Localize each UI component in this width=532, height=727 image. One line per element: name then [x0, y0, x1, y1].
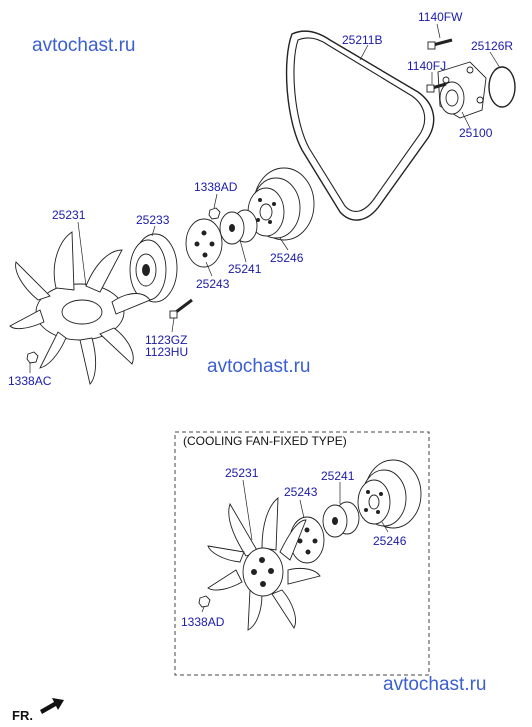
label-25126R: 25126R [471, 39, 513, 53]
label-25246-top: 25246 [270, 251, 304, 265]
watermark-top: avtochast.ru [32, 35, 136, 56]
fan-plate [185, 218, 223, 268]
nut-1338AC [26, 351, 39, 364]
label-25241-inset: 25241 [321, 469, 355, 483]
fan-spacer [219, 209, 258, 245]
label-25243-top: 25243 [196, 277, 230, 291]
label-25243-inset: 25243 [284, 485, 318, 499]
bolt-1140FW [427, 38, 453, 50]
leader-lines-top [29, 23, 501, 373]
label-1123HU: 1123HU [145, 345, 188, 359]
front-arrow-icon [40, 698, 64, 714]
pump-gasket [488, 66, 516, 108]
label-25231-inset: 25231 [225, 466, 259, 480]
bolt-1140FJ [426, 82, 447, 93]
inset-cooling-fan [207, 497, 321, 631]
fan-clutch [129, 233, 178, 303]
watermark-middle: avtochast.ru [207, 356, 311, 377]
front-direction-label: FR. [12, 708, 33, 723]
label-1123GZ: 1123GZ [145, 333, 187, 347]
label-25231-top: 25231 [52, 208, 86, 222]
drive-belt [285, 30, 435, 221]
inset-box [174, 431, 430, 676]
label-25233: 25233 [136, 213, 170, 227]
leader-lines-inset [201, 479, 389, 613]
label-25246-inset: 25246 [373, 534, 407, 548]
label-1140FJ: 1140FJ [407, 59, 446, 73]
inset-fan-spacer [322, 501, 360, 538]
label-1140FW: 1140FW [418, 10, 463, 24]
inset-fan-pulley [357, 459, 422, 529]
label-25100: 25100 [459, 126, 493, 140]
label-1338AC: 1338AC [8, 374, 52, 388]
nut-1338AD-top [208, 207, 221, 220]
label-25241-top: 25241 [228, 262, 262, 276]
fan-pulley [247, 167, 315, 241]
label-1338AD-top: 1338AD [194, 180, 238, 194]
inset-nut-1338AD [198, 595, 211, 608]
water-pump [437, 61, 487, 119]
bolt-1123GZ [169, 298, 193, 319]
label-1338AD-inset: 1338AD [181, 615, 225, 629]
watermark-bottom: avtochast.ru [383, 674, 487, 695]
label-25211B: 25211B [342, 33, 382, 47]
inset-title: (COOLING FAN-FIXED TYPE) [183, 434, 347, 448]
cooling-fan [9, 231, 151, 385]
